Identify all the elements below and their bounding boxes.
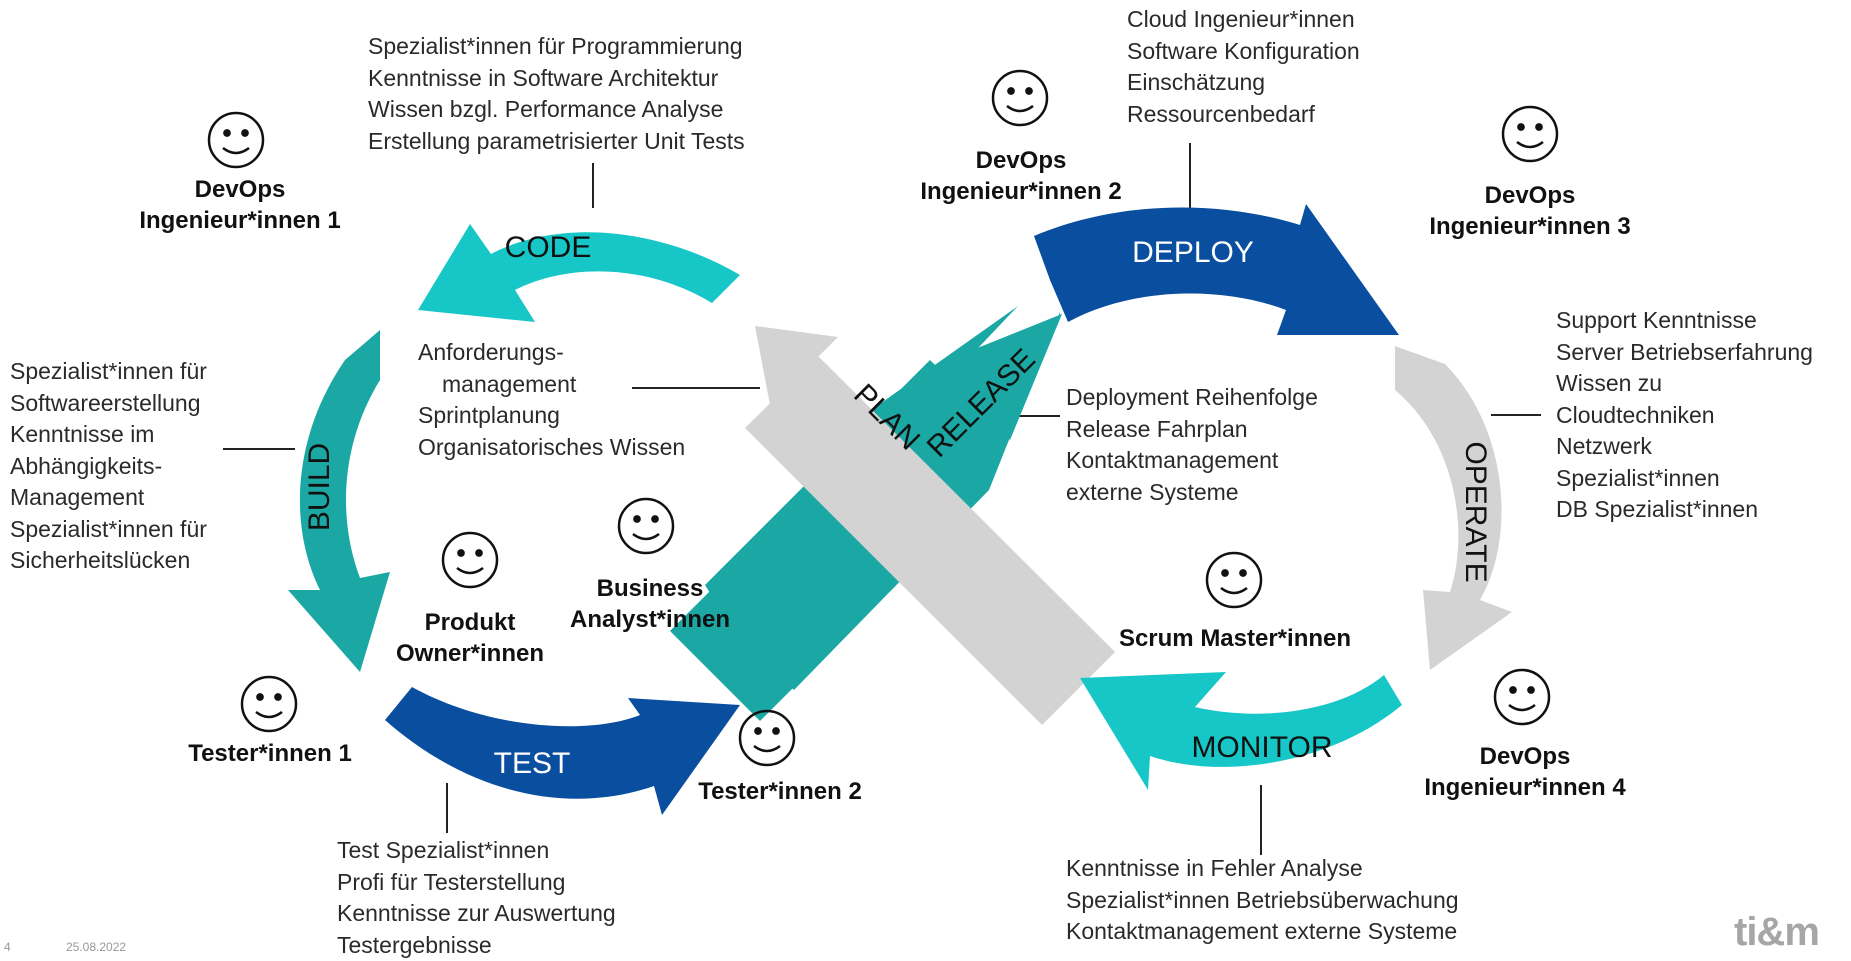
note-line: Wissen zu [1556, 368, 1813, 400]
smiley-icon [443, 533, 497, 587]
company-logo: ti&m [1734, 910, 1819, 955]
note-line: Spezialist*innen für [10, 356, 207, 388]
note-line: Server Betriebserfahrung [1556, 337, 1813, 369]
notes-test: Test Spezialist*innen Profi für Testerst… [337, 835, 616, 961]
notes-release: Deployment Reihenfolge Release Fahrplan … [1066, 382, 1318, 508]
notes-operate: Support Kenntnisse Server Betriebserfahr… [1556, 305, 1813, 526]
note-line: Testergebnisse [337, 930, 616, 961]
note-line: Einschätzung [1127, 67, 1360, 99]
note-line: Cloudtechniken [1556, 400, 1813, 432]
note-line: Profi für Testerstellung [337, 867, 616, 899]
note-line: Test Spezialist*innen [337, 835, 616, 867]
smiley-icon [1503, 107, 1557, 161]
note-line: Kenntnisse in Fehler Analyse [1066, 853, 1459, 885]
role-devops-2: DevOps Ingenieur*innen 2 [906, 145, 1136, 207]
phase-label-monitor: MONITOR [1191, 731, 1332, 764]
role-line: DevOps [125, 174, 355, 205]
notes-code: Spezialist*innen für Programmierung Kenn… [368, 31, 745, 157]
smiley-icon [993, 71, 1047, 125]
note-line: Kontaktmanagement externe Systeme [1066, 916, 1459, 948]
note-line: Sprintplanung [418, 400, 685, 432]
role-line: DevOps [1410, 741, 1640, 772]
note-line: Spezialist*innen für Programmierung [368, 31, 745, 63]
note-line: Softwareerstellung [10, 388, 207, 420]
role-devops-1: DevOps Ingenieur*innen 1 [125, 174, 355, 236]
note-line: Wissen bzgl. Performance Analyse [368, 94, 745, 126]
role-tester-1: Tester*innen 1 [165, 738, 375, 769]
role-devops-3: DevOps Ingenieur*innen 3 [1415, 180, 1645, 242]
deploy-arrow [1034, 204, 1399, 335]
role-scrum-master: Scrum Master*innen [1085, 623, 1385, 654]
note-line: Spezialist*innen Betriebsüberwachung [1066, 885, 1459, 917]
role-line: Tester*innen 1 [165, 738, 375, 769]
note-line: Spezialist*innen [1556, 463, 1813, 495]
page-number: 4 [4, 940, 11, 954]
smiley-icon [209, 113, 263, 167]
smiley-icon [1495, 670, 1549, 724]
note-line: Cloud Ingenieur*innen [1127, 4, 1360, 36]
note-line: Anforderungs- [418, 337, 685, 369]
note-line: Kontaktmanagement [1066, 445, 1318, 477]
phase-label-operate: OPERATE [1459, 441, 1492, 582]
note-line: externe Systeme [1066, 477, 1318, 509]
note-line: Deployment Reihenfolge [1066, 382, 1318, 414]
role-line: DevOps [1415, 180, 1645, 211]
note-line: Software Konfiguration [1127, 36, 1360, 68]
role-produkt-owner: Produkt Owner*innen [375, 607, 565, 669]
note-line: Kenntnisse im [10, 419, 207, 451]
smiley-icon [740, 711, 794, 765]
note-line: Erstellung parametrisierter Unit Tests [368, 126, 745, 158]
phase-label-deploy: DEPLOY [1132, 236, 1254, 269]
note-line: Kenntnisse in Software Architektur [368, 63, 745, 95]
notes-deploy: Cloud Ingenieur*innen Software Konfigura… [1127, 4, 1360, 130]
role-line: Ingenieur*innen 2 [906, 176, 1136, 207]
notes-monitor: Kenntnisse in Fehler Analyse Spezialist*… [1066, 853, 1459, 948]
note-line: management [418, 369, 685, 401]
role-devops-4: DevOps Ingenieur*innen 4 [1410, 741, 1640, 803]
note-line: Abhängigkeits- [10, 451, 207, 483]
role-line: DevOps [906, 145, 1136, 176]
notes-plan: Anforderungs- management Sprintplanung O… [418, 337, 685, 463]
phase-label-test: TEST [494, 747, 571, 780]
note-line: Support Kenntnisse [1556, 305, 1813, 337]
phase-label-build: BUILD [303, 443, 336, 531]
role-line: Ingenieur*innen 1 [125, 205, 355, 236]
role-tester-2: Tester*innen 2 [675, 776, 885, 807]
note-line: Ressourcenbedarf [1127, 99, 1360, 131]
smiley-icon [242, 677, 296, 731]
footer-date: 25.08.2022 [66, 940, 126, 954]
note-line: Release Fahrplan [1066, 414, 1318, 446]
role-line: Ingenieur*innen 4 [1410, 772, 1640, 803]
role-business-analyst: Business Analyst*innen [545, 573, 755, 635]
smiley-icon [1207, 553, 1261, 607]
notes-build: Spezialist*innen für Softwareerstellung … [10, 356, 207, 577]
operate-arrow [1395, 346, 1512, 670]
role-line: Ingenieur*innen 3 [1415, 211, 1645, 242]
role-line: Produkt [375, 607, 565, 638]
role-line: Owner*innen [375, 638, 565, 669]
role-line: Tester*innen 2 [675, 776, 885, 807]
note-line: Netzwerk [1556, 431, 1813, 463]
phase-label-code: CODE [505, 231, 592, 264]
note-line: DB Spezialist*innen [1556, 494, 1813, 526]
note-line: Sicherheitslücken [10, 545, 207, 577]
note-line: Kenntnisse zur Auswertung [337, 898, 616, 930]
role-line: Scrum Master*innen [1085, 623, 1385, 654]
note-line: Organisatorisches Wissen [418, 432, 685, 464]
note-line: Management [10, 482, 207, 514]
role-line: Analyst*innen [545, 604, 755, 635]
role-line: Business [545, 573, 755, 604]
note-line: Spezialist*innen für [10, 514, 207, 546]
smiley-icon [619, 499, 673, 553]
